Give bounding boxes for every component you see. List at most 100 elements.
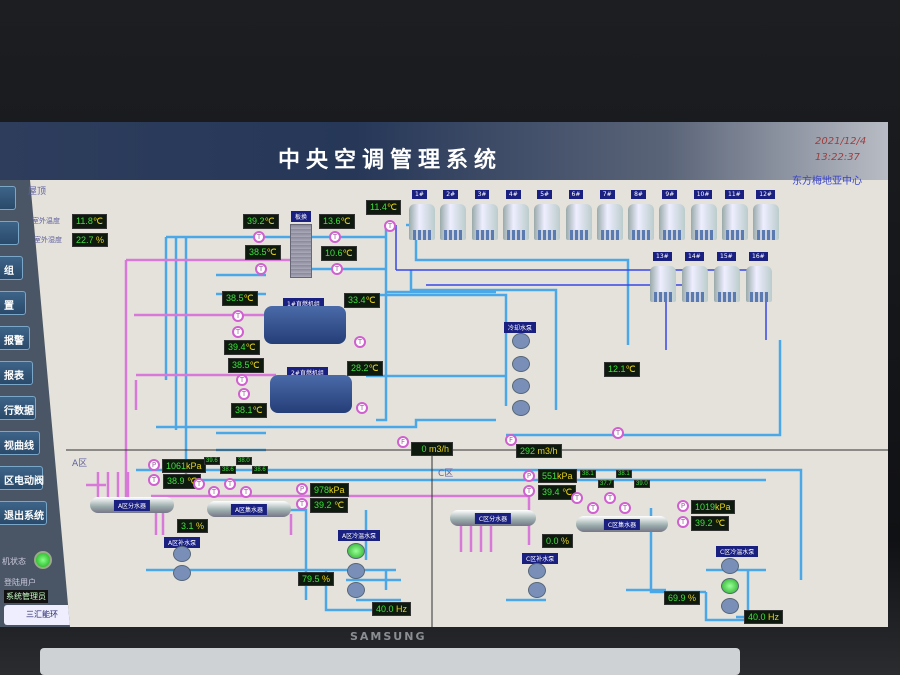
temp-sensor-icon[interactable]: T	[238, 388, 250, 400]
chiller-2[interactable]	[270, 375, 352, 413]
temp-sensor-icon[interactable]: T	[354, 336, 366, 348]
status-led	[34, 551, 52, 569]
zone-a-hw-pump-2[interactable]	[347, 563, 365, 579]
flow-sensor-icon[interactable]: F	[397, 436, 409, 448]
monitor-brand: SAMSUNG	[350, 630, 427, 643]
flow-right: 292 m3/h	[516, 444, 562, 458]
cooling-tower-icon	[565, 204, 592, 240]
cooling-tower-icon	[440, 204, 467, 240]
temp-sensor-icon[interactable]: T	[255, 263, 267, 275]
cooling-tower[interactable]: 13#	[650, 252, 676, 302]
sidebar-button[interactable]: 组	[0, 256, 23, 280]
temp-sensor-icon[interactable]: T	[236, 374, 248, 386]
temp-sensor-icon[interactable]: T	[208, 486, 220, 498]
zone-a-makeup-pump-1[interactable]	[173, 546, 191, 562]
cooling-tower-icon	[502, 204, 529, 240]
sidebar-button[interactable]: 视曲线	[0, 431, 40, 455]
cooling-tower[interactable]: 6#	[565, 190, 592, 240]
zone-c-freq: 40.0 Hz	[744, 610, 784, 624]
pressure-sensor-icon[interactable]: P	[677, 500, 689, 512]
cooling-tower[interactable]: 9#	[659, 190, 686, 240]
pressure-sensor-icon[interactable]: P	[148, 459, 160, 471]
cooling-tower[interactable]: 14#	[682, 252, 708, 302]
sidebar-button[interactable]: 区电动阀	[0, 466, 44, 490]
sidebar-button[interactable]	[0, 186, 16, 210]
temp-sensor-icon[interactable]: T	[193, 478, 205, 490]
zone-c-hw-pump-1[interactable]	[721, 558, 739, 574]
organization: 东方梅地亚中心	[792, 176, 862, 187]
zone-c-hw-pump-3[interactable]	[721, 598, 739, 614]
zone-a-makeup-pump-label: A区补水泵	[164, 537, 201, 548]
temp-sensor-icon[interactable]: T	[253, 231, 265, 243]
zone-a-hw-pump-1[interactable]	[347, 543, 365, 559]
cooling-tower[interactable]: 3#	[471, 190, 498, 240]
cooling-pump-1[interactable]	[512, 333, 530, 349]
sidebar-button[interactable]: 置	[0, 291, 27, 315]
zone-a-hw-pump-3[interactable]	[347, 582, 365, 598]
pressure-sensor-icon[interactable]: P	[523, 470, 535, 482]
sidebar-button[interactable]: 退出系统	[0, 501, 47, 525]
temp-sensor-icon[interactable]: T	[612, 427, 624, 439]
zone-c-makeup-pump-2[interactable]	[528, 582, 546, 598]
temp-sensor-icon[interactable]: T	[148, 474, 160, 486]
cooling-tower[interactable]: 10#	[690, 190, 717, 240]
zone-a-branch-temp: 39.6	[204, 457, 220, 465]
cooling-tower[interactable]: 11#	[722, 190, 748, 240]
temp-sensor-icon[interactable]: T	[232, 310, 244, 322]
chiller-1[interactable]	[264, 306, 346, 344]
temp-sensor-icon[interactable]: T	[677, 516, 689, 528]
temp-sensor-icon[interactable]: T	[224, 478, 236, 490]
cooling-tower-icon	[682, 266, 708, 302]
temp-sensor-icon[interactable]: T	[356, 402, 368, 414]
temp-sensor-icon[interactable]: T	[619, 502, 631, 514]
temp-sensor-icon[interactable]: T	[232, 326, 244, 338]
zone-a-label: A区	[72, 459, 88, 469]
cooling-tower[interactable]: 2#	[440, 190, 467, 240]
flow-sensor-icon[interactable]: F	[505, 434, 517, 446]
cooling-tower[interactable]: 16#	[746, 252, 772, 302]
zone-c-distributor: C区分水器	[450, 510, 536, 526]
sidebar-button[interactable]: 报警	[0, 326, 30, 350]
zone-c-collector: C区集水器	[576, 516, 668, 532]
cooling-tower-icon	[690, 204, 717, 240]
sidebar-button[interactable]: 报表	[0, 361, 33, 385]
cooling-tower[interactable]: 8#	[628, 190, 655, 240]
temp-sensor-icon[interactable]: T	[523, 485, 535, 497]
cooling-tower[interactable]: 12#	[753, 190, 780, 240]
chiller1-bottom-temp: 39.4℃	[224, 340, 260, 355]
temp-sensor-icon[interactable]: T	[587, 502, 599, 514]
sidebar: 组置报警报表行数据视曲线区电动阀退出系统 机状态 登陆用户 系统管理员 三汇能环	[0, 180, 70, 627]
temp-sensor-icon[interactable]: T	[604, 492, 616, 504]
temp-sensor-icon[interactable]: T	[296, 498, 308, 510]
zone-c-makeup-pump-1[interactable]	[528, 563, 546, 579]
temp-sensor-icon[interactable]: T	[240, 486, 252, 498]
temp-sensor-icon[interactable]: T	[329, 231, 341, 243]
cooling-tower[interactable]: 4#	[502, 190, 529, 240]
zone-c-makeup-pump-label: C区补水泵	[522, 553, 559, 564]
temp-sensor-icon[interactable]: T	[331, 263, 343, 275]
pressure-sensor-icon[interactable]: P	[296, 483, 308, 495]
cooling-tower-label: 7#	[599, 190, 615, 199]
scada-screen: 中央空调管理系统 2021/12/4 13:22:37 东方梅地亚中心 组置报警…	[0, 122, 888, 627]
cooling-tower-icon	[409, 204, 435, 240]
cooling-tower[interactable]: 7#	[596, 190, 623, 240]
section-roof: 屋顶	[28, 187, 47, 197]
temp-sensor-icon[interactable]: T	[571, 492, 583, 504]
cooling-pump-3[interactable]	[512, 378, 530, 394]
cooling-pump-4[interactable]	[512, 400, 530, 416]
cooling-tower-label: 10#	[693, 190, 713, 199]
cooling-tower[interactable]: 15#	[714, 252, 740, 302]
zone-c-hw-pump-2[interactable]	[721, 578, 739, 594]
temp-sensor-icon[interactable]: T	[384, 220, 396, 232]
sidebar-button[interactable]: 行数据	[0, 396, 37, 420]
cooling-pump-2[interactable]	[512, 356, 530, 372]
cooling-tower[interactable]: 5#	[534, 190, 561, 240]
zone-a-valve-pct: 3.1 %	[177, 519, 209, 533]
zone-a-makeup-pump-2[interactable]	[173, 565, 191, 581]
sidebar-button[interactable]	[0, 221, 20, 245]
zone-c-pressure-return: 1019kPa	[691, 500, 735, 514]
outdoor-hum-value: 22.7 %	[72, 233, 109, 247]
zone-c-label: C区	[438, 469, 454, 479]
plate-heat-exchanger	[290, 224, 312, 278]
cooling-tower[interactable]: 1#	[409, 190, 435, 240]
